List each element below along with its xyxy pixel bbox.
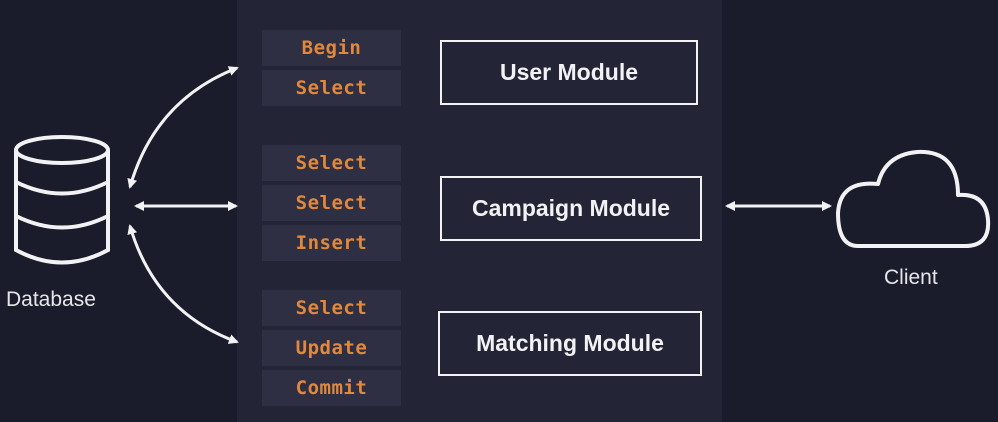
op-update: Update <box>262 330 401 366</box>
cloud-icon <box>836 149 991 248</box>
campaign-module-box: Campaign Module <box>440 176 702 241</box>
op-insert: Insert <box>262 225 401 261</box>
op-select: Select <box>262 145 401 181</box>
op-begin: Begin <box>262 30 401 66</box>
campaign-module-ops: Select Select Insert <box>262 145 401 265</box>
user-module-ops: Begin Select <box>262 30 401 110</box>
database-label: Database <box>6 288 96 311</box>
database-icon <box>14 135 110 265</box>
op-select: Select <box>262 185 401 221</box>
matching-module-box: Matching Module <box>438 311 702 376</box>
op-select: Select <box>262 290 401 326</box>
client-label: Client <box>884 266 938 289</box>
op-commit: Commit <box>262 370 401 406</box>
arrow-db-matching <box>127 224 239 344</box>
user-module-box: User Module <box>440 40 698 105</box>
op-select: Select <box>262 70 401 106</box>
arrow-db-user <box>127 66 239 189</box>
matching-module-ops: Select Update Commit <box>262 290 401 410</box>
